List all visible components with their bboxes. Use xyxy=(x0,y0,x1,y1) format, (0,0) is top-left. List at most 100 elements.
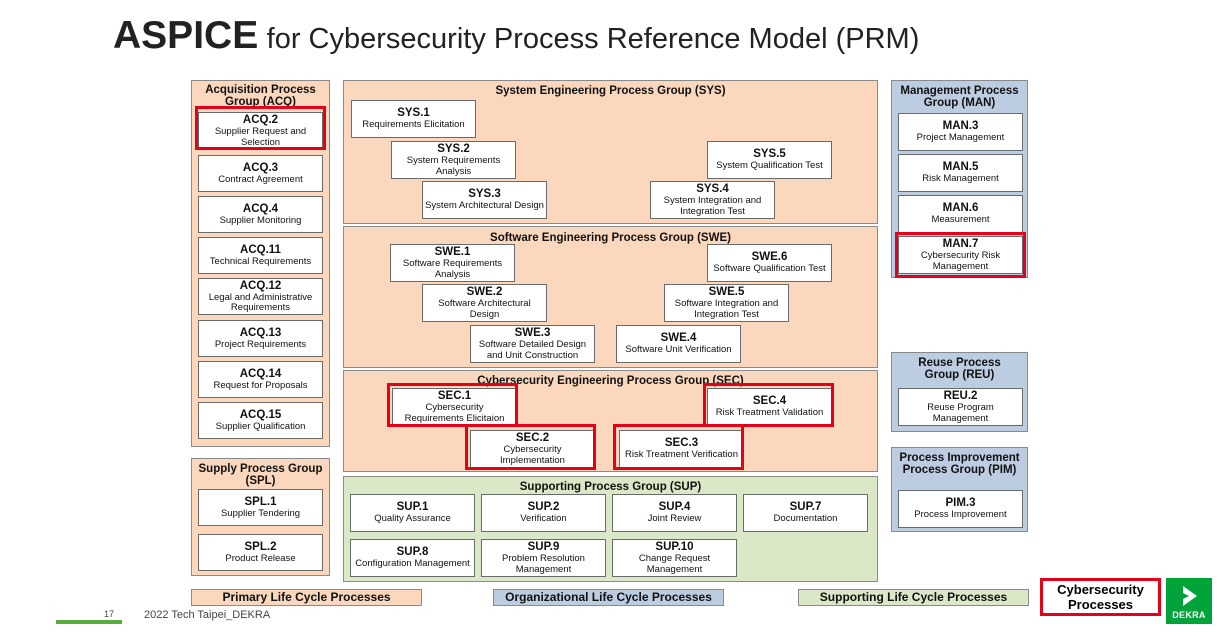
process-name: Project Management xyxy=(916,132,1005,144)
organizational-life-cycle-label: Organizational Life Cycle Processes xyxy=(493,589,724,606)
event-label: 2022 Tech Taipei_DEKRA xyxy=(144,609,271,621)
dekra-logo-text: DEKRA xyxy=(1172,610,1206,620)
man-group: Management Process Group (MAN) MAN.3 Pro… xyxy=(891,80,1028,278)
legend-line-1: Cybersecurity xyxy=(1057,582,1144,597)
process-code: MAN.6 xyxy=(942,202,979,215)
process-name: Software Unit Verification xyxy=(625,344,732,356)
process-name: Problem Resolution Management xyxy=(502,553,585,575)
process-name: Quality Assurance xyxy=(374,513,451,525)
spl-group: Supply Process Group (SPL) SPL.1 Supplie… xyxy=(191,458,330,576)
process-sup-8[interactable]: SUP.8 Configuration Management xyxy=(350,539,475,577)
process-sec-2[interactable]: SEC.2 Cybersecurity Implementation xyxy=(470,430,595,468)
process-name: Supplier Qualification xyxy=(215,420,306,432)
process-sys-2[interactable]: SYS.2 System Requirements Analysis xyxy=(391,141,516,179)
process-sec-4[interactable]: SEC.4 Risk Treatment Validation xyxy=(707,388,832,426)
process-sys-5[interactable]: SYS.5 System Qualification Test xyxy=(707,141,832,179)
process-spl-2[interactable]: SPL.2 Product Release xyxy=(198,534,323,571)
process-name: Cybersecurity Requirements Elicitaion xyxy=(404,402,505,424)
process-code: PIM.3 xyxy=(945,497,976,510)
process-name: Risk Treatment Validation xyxy=(715,407,824,419)
process-swe-1[interactable]: SWE.1 Software Requirements Analysis xyxy=(390,244,515,282)
sup-group-title: Supporting Process Group (SUP) xyxy=(519,481,702,493)
process-pim-3[interactable]: PIM.3 Process Improvement xyxy=(898,490,1023,528)
process-code: SEC.4 xyxy=(752,395,787,408)
process-name: Software Integration and Integration Tes… xyxy=(674,298,779,320)
process-code: SUP.10 xyxy=(655,541,694,553)
page-number: 17 xyxy=(104,609,115,619)
process-name: Risk Management xyxy=(922,173,999,185)
process-sup-2[interactable]: SUP.2 Verification xyxy=(481,494,606,532)
process-sup-1[interactable]: SUP.1 Quality Assurance xyxy=(350,494,475,532)
process-code: ACQ.13 xyxy=(239,326,282,339)
process-sup-10[interactable]: SUP.10 Change Request Management xyxy=(612,539,737,577)
process-name: Cybersecurity Risk Management xyxy=(920,250,1001,272)
process-acq-14[interactable]: ACQ.14 Request for Proposals xyxy=(198,361,323,398)
process-code: MAN.3 xyxy=(942,120,979,133)
process-code: SWE.1 xyxy=(434,246,471,258)
primary-life-cycle-label: Primary Life Cycle Processes xyxy=(191,589,422,606)
supporting-life-cycle-label: Supporting Life Cycle Processes xyxy=(798,589,1029,606)
title-aspice: ASPICE xyxy=(113,14,259,57)
process-name: Process Improvement xyxy=(914,509,1007,521)
process-sup-4[interactable]: SUP.4 Joint Review xyxy=(612,494,737,532)
process-code: ACQ.12 xyxy=(239,279,282,292)
process-code: SWE.3 xyxy=(514,327,551,339)
process-code: SYS.5 xyxy=(753,148,786,161)
process-sec-3[interactable]: SEC.3 Risk Treatment Verification xyxy=(619,430,744,468)
process-acq-3[interactable]: ACQ.3 Contract Agreement xyxy=(198,155,323,192)
process-spl-1[interactable]: SPL.1 Supplier Tendering xyxy=(198,489,323,526)
reu-group-title: Reuse Process Group (REU) xyxy=(918,357,1001,381)
sec-group: Cybersecurity Engineering Process Group … xyxy=(343,370,878,472)
process-sec-1[interactable]: SEC.1 Cybersecurity Requirements Elicita… xyxy=(392,388,517,426)
pim-group: Process Improvement Process Group (PIM) … xyxy=(891,447,1028,532)
process-sys-4[interactable]: SYS.4 System Integration and Integration… xyxy=(650,181,775,219)
process-code: SWE.5 xyxy=(708,286,745,298)
process-code: MAN.5 xyxy=(942,161,979,174)
process-swe-2[interactable]: SWE.2 Software Architectural Design xyxy=(422,284,547,322)
process-reu-2[interactable]: REU.2 Reuse Program Management xyxy=(898,388,1023,426)
process-acq-2[interactable]: ACQ.2 Supplier Request and Selection xyxy=(198,112,323,150)
process-name: Technical Requirements xyxy=(209,255,312,267)
process-sys-1[interactable]: SYS.1 Requirements Elicitation xyxy=(351,100,476,138)
process-name: Supplier Tendering xyxy=(220,507,301,519)
process-acq-15[interactable]: ACQ.15 Supplier Qualification xyxy=(198,402,323,439)
process-code: SWE.2 xyxy=(466,286,503,298)
process-swe-6[interactable]: SWE.6 Software Qualification Test xyxy=(707,244,832,282)
process-code: ACQ.11 xyxy=(240,243,281,256)
cybersecurity-processes-legend: Cybersecurity Processes xyxy=(1040,578,1161,616)
process-acq-13[interactable]: ACQ.13 Project Requirements xyxy=(198,320,323,357)
process-name: Software Requirements Analysis xyxy=(402,258,503,280)
process-name: Product Release xyxy=(225,552,296,564)
process-man-7[interactable]: MAN.7 Cybersecurity Risk Management xyxy=(898,236,1023,274)
process-code: SYS.1 xyxy=(397,107,430,120)
process-code: SUP.7 xyxy=(789,501,822,514)
process-code: SEC.1 xyxy=(437,390,472,402)
process-swe-3[interactable]: SWE.3 Software Detailed Design and Unit … xyxy=(470,325,595,363)
process-code: SYS.4 xyxy=(696,183,729,195)
process-man-5[interactable]: MAN.5 Risk Management xyxy=(898,154,1023,192)
process-acq-11[interactable]: ACQ.11 Technical Requirements xyxy=(198,237,323,274)
process-name: Supplier Monitoring xyxy=(219,214,302,226)
process-man-3[interactable]: MAN.3 Project Management xyxy=(898,113,1023,151)
process-code: SUP.9 xyxy=(527,541,560,553)
process-sup-7[interactable]: SUP.7 Documentation xyxy=(743,494,868,532)
process-name: Configuration Management xyxy=(355,558,470,570)
process-swe-4[interactable]: SWE.4 Software Unit Verification xyxy=(616,325,741,363)
process-name: Joint Review xyxy=(647,513,702,525)
process-sup-9[interactable]: SUP.9 Problem Resolution Management xyxy=(481,539,606,577)
process-name: System Architectural Design xyxy=(425,200,544,212)
swe-group-title: Software Engineering Process Group (SWE) xyxy=(490,232,731,244)
sup-group: Supporting Process Group (SUP) SUP.1 Qua… xyxy=(343,476,878,582)
process-acq-12[interactable]: ACQ.12 Legal and Administrative Requirem… xyxy=(198,278,323,315)
process-man-6[interactable]: MAN.6 Measurement xyxy=(898,195,1023,233)
process-name: Measurement xyxy=(931,214,990,226)
process-name: Requirements Elicitation xyxy=(362,119,465,131)
process-swe-5[interactable]: SWE.5 Software Integration and Integrati… xyxy=(664,284,789,322)
process-sys-3[interactable]: SYS.3 System Architectural Design xyxy=(422,181,547,219)
sys-group: System Engineering Process Group (SYS) S… xyxy=(343,80,878,224)
process-acq-4[interactable]: ACQ.4 Supplier Monitoring xyxy=(198,196,323,233)
footer-accent-bar xyxy=(56,620,122,624)
process-name: Project Requirements xyxy=(214,338,307,350)
process-code: ACQ.14 xyxy=(239,367,282,380)
pim-group-title: Process Improvement Process Group (PIM) xyxy=(899,452,1020,476)
